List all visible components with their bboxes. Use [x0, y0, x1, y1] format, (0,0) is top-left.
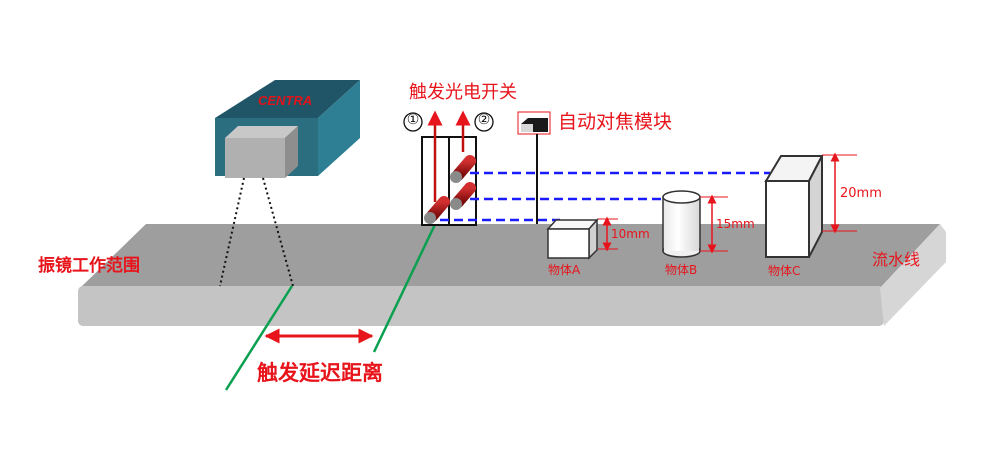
switch-marker-2: ②: [477, 112, 491, 128]
autofocus-module-label: 自动对焦模块: [558, 111, 673, 133]
galvo-range-label: 振镜工作范围: [38, 256, 140, 276]
sensor-cylinder-2: [450, 155, 476, 183]
object-b-label: 物体B: [665, 263, 698, 277]
conveyor-front-face: [78, 286, 884, 326]
switch-marker-1: ①: [406, 112, 420, 128]
trigger-delay-distance-label: 触发延迟距离: [257, 360, 383, 385]
lens-block-front: [225, 138, 285, 178]
conveyor-right-side: [880, 224, 946, 326]
lens-block-top: [225, 126, 298, 138]
object-c: [764, 155, 824, 258]
autofocus-module-face: [521, 124, 533, 132]
conveyor-top-surface: [80, 224, 940, 288]
autofocus-module-frame: [517, 111, 551, 135]
conveyor-belt: [78, 224, 946, 326]
autofocus-module: [517, 111, 551, 224]
galvo-position-line: [224, 285, 294, 391]
camera-brand-label: CENTRA: [258, 93, 313, 108]
camera-side-face: [318, 80, 360, 176]
object-a-label: 物体A: [548, 263, 581, 277]
galvo-range-left-line: [219, 177, 245, 287]
object-b-height-label: 15mm: [716, 217, 755, 231]
sensor-cylinder-3: [450, 182, 476, 210]
lens-block-side: [285, 126, 298, 178]
conveyor-label: 流水线: [872, 250, 921, 269]
trigger-position-line: [372, 213, 442, 353]
switch-marker-1-circle: [403, 112, 423, 132]
camera-top-face: [215, 80, 360, 118]
object-c-label: 物体C: [768, 264, 801, 278]
sensor-cylinder-1: [424, 196, 450, 224]
object-b: [662, 190, 701, 258]
trigger-photo-switch-label: 触发光电开关: [409, 82, 517, 103]
object-a-height-label: 10mm: [611, 227, 650, 241]
galvo-scanner-head: [215, 80, 360, 178]
switch-marker-2-circle: [474, 112, 494, 132]
object-a: [546, 218, 599, 260]
trigger-photo-switch: [421, 110, 477, 226]
galvo-range-right-line: [262, 177, 294, 287]
object-c-height-label: 20mm: [840, 186, 882, 201]
